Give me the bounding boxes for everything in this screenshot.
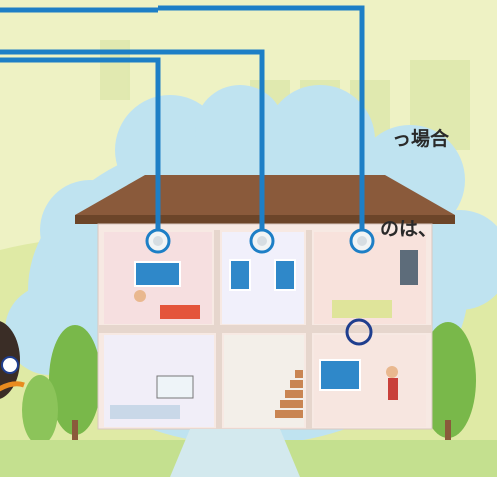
person xyxy=(386,366,398,378)
text-fragment-1: っ場合 xyxy=(392,128,450,150)
window xyxy=(319,359,361,391)
mascot-character xyxy=(0,321,25,399)
highlight-ring xyxy=(345,318,373,346)
window xyxy=(229,259,251,291)
staircase xyxy=(275,370,303,418)
smoke-detector-icon xyxy=(145,228,171,254)
person xyxy=(134,290,146,302)
house-body xyxy=(97,223,433,430)
window xyxy=(134,261,181,287)
tv xyxy=(156,375,194,399)
window-blinds xyxy=(400,250,418,285)
trees xyxy=(22,322,476,450)
couch xyxy=(110,405,180,419)
connector-lines xyxy=(0,5,365,230)
text-fragment-2: のは、 xyxy=(380,218,438,240)
sofa xyxy=(332,300,392,318)
window xyxy=(274,259,296,291)
smoke-detector-icon xyxy=(249,228,275,254)
smoke-detector-icon xyxy=(349,228,375,254)
bed xyxy=(160,305,200,319)
front-path xyxy=(170,429,300,477)
person-body xyxy=(388,378,398,400)
